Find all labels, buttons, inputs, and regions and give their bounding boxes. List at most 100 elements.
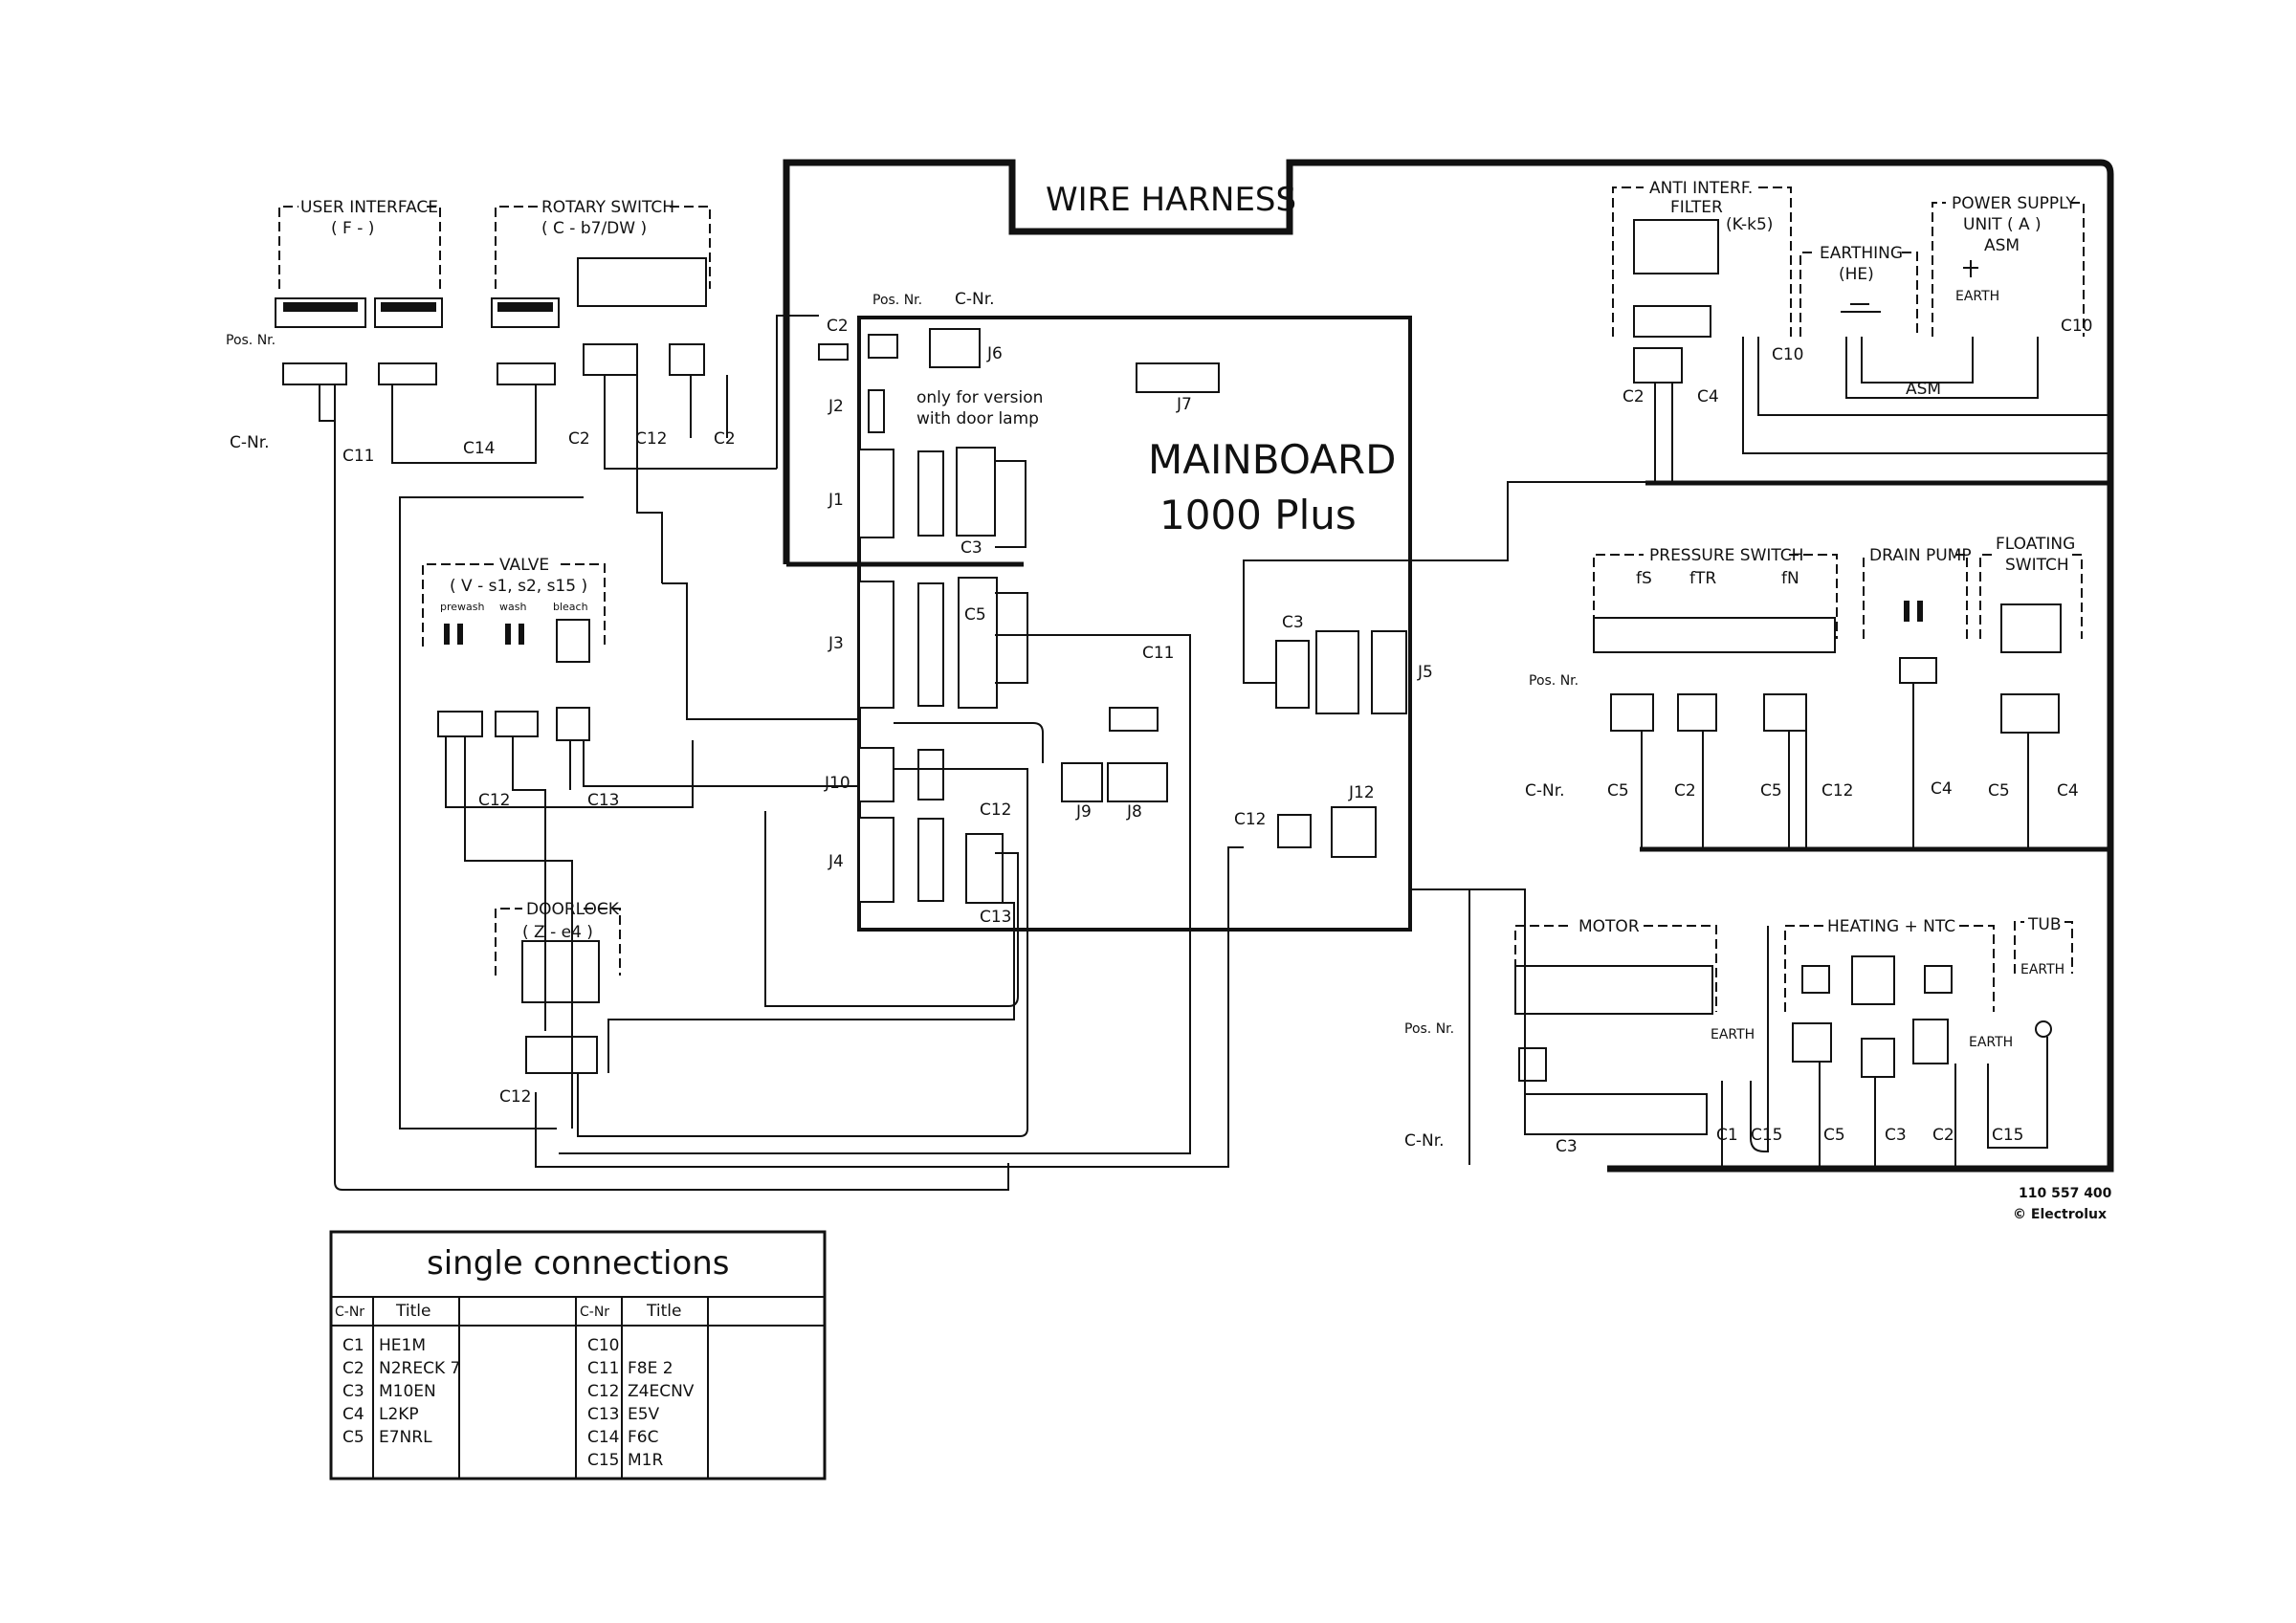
label-earth-motor: EARTH [1711, 1027, 1755, 1042]
label-m-c3: C3 [1556, 1137, 1578, 1156]
label-c2b: C2 [714, 429, 736, 449]
label-fs-c5: C5 [1988, 781, 2010, 801]
heating-title: HEATING + NTC [1827, 917, 1955, 936]
label-c14: C14 [463, 439, 496, 458]
table-row-left-2-cnr: C3 [342, 1382, 364, 1401]
door-lamp-note-1: only for version [916, 388, 1043, 407]
label-ps-c2: C2 [1674, 781, 1696, 801]
connector-j6: J6 [986, 344, 1003, 363]
copyright: © Electrolux [2013, 1207, 2107, 1222]
table-row-left-4-cnr: C5 [342, 1428, 364, 1447]
earthing: EARTHING (HE) [1799, 244, 1918, 337]
label-dp-c4: C4 [1931, 779, 1953, 799]
connector-j5: J5 [1417, 663, 1433, 682]
power-supply-sub: UNIT ( A ) [1963, 215, 2042, 234]
table-row-left-2-title: M10EN [379, 1382, 436, 1401]
left-c-nr-label: C-Nr. [230, 433, 270, 452]
label-c11: C11 [342, 447, 375, 466]
label-t-c15: C15 [1992, 1126, 2024, 1145]
anti-interf-title: ANTI INTERF. [1649, 179, 1753, 198]
bottom-pos-nr-label: Pos. Nr. [1404, 1021, 1454, 1037]
label-h-c5: C5 [1823, 1126, 1845, 1145]
label-m-c1: C1 [1716, 1126, 1738, 1145]
table-row-left-3-cnr: C4 [342, 1405, 364, 1424]
mainboard: MAINBOARD 1000 Plus only for version wit… [818, 290, 1433, 932]
tub-title: TUB [2027, 915, 2062, 934]
label-c12e: C12 [499, 1087, 532, 1107]
label-ps-c12: C12 [1821, 781, 1854, 801]
door-lamp-note-2: with door lamp [916, 409, 1039, 428]
label-c12b: C12 [980, 801, 1012, 820]
table-row-right-0-cnr: C10 [587, 1336, 620, 1355]
label-c4a: C4 [1697, 387, 1719, 406]
label-earth-psu: EARTH [1955, 289, 1999, 304]
label-c12d: C12 [1234, 810, 1267, 829]
connector-j4: J4 [828, 852, 844, 871]
floating-switch-sub: SWITCH [2005, 556, 2069, 575]
table-header-title-left: Title [395, 1302, 430, 1321]
label-c12c: C12 [478, 791, 511, 810]
mainboard-subtitle: 1000 Plus [1159, 492, 1357, 538]
table-header-cnr-right: C-Nr [580, 1305, 609, 1320]
floating-switch-title: FLOATING [1996, 535, 2075, 554]
bottom-c-nr-label: C-Nr. [1404, 1131, 1445, 1151]
label-c10b: C10 [2061, 317, 2093, 336]
valve-prewash: prewash [440, 601, 484, 613]
connector-j9: J9 [1075, 802, 1092, 822]
connector-j8: J8 [1126, 802, 1142, 822]
valve-sub: ( V - s1, s2, s15 ) [450, 577, 587, 596]
table-row-right-5-title: M1R [628, 1451, 663, 1470]
label-asm: ASM [1906, 380, 1941, 399]
drain-pump: DRAIN PUMP [1863, 546, 1972, 684]
rotary-switch-sub: ( C - b7/DW ) [541, 219, 647, 238]
valve-wash: wash [499, 601, 526, 613]
pressure-switch: PRESSURE SWITCH fS fTR fN [1593, 546, 1838, 732]
user-interface-title: USER INTERFACE [300, 198, 438, 217]
motor-title: MOTOR [1578, 917, 1640, 936]
wires [319, 315, 2110, 1191]
earthing-title: EARTHING [1820, 244, 1903, 263]
heating-ntc: HEATING + NTC [1784, 917, 1995, 1078]
valve: VALVE ( V - s1, s2, s15 ) prewash wash b… [422, 556, 606, 741]
label-c10a: C10 [1772, 345, 1804, 364]
label-fs-c4: C4 [2057, 781, 2079, 801]
label-earth-heating: EARTH [1969, 1035, 2013, 1050]
valve-title: VALVE [499, 556, 549, 575]
pressure-switch-fs: fS [1636, 569, 1652, 588]
mb-c-nr-label: C-Nr. [955, 290, 995, 309]
table-row-left-4-title: E7NRL [379, 1428, 432, 1447]
connector-j7: J7 [1176, 395, 1192, 414]
rotary-switch: ROTARY SWITCH ( C - b7/DW ) [491, 198, 711, 385]
mb-pos-nr-label: Pos. Nr. [872, 293, 922, 308]
table-row-right-1-cnr: C11 [587, 1359, 620, 1378]
table-row-left-0-cnr: C1 [342, 1336, 364, 1355]
label-h-c3: C3 [1885, 1126, 1907, 1145]
label-c2c: C2 [1623, 387, 1645, 406]
user-interface: USER INTERFACE ( F - ) [275, 198, 443, 385]
table-row-right-4-cnr: C14 [587, 1428, 620, 1447]
power-supply-unit: POWER SUPPLY UNIT ( A ) ASM [1932, 194, 2085, 337]
table-header-title-right: Title [646, 1302, 681, 1321]
table-row-right-2-cnr: C12 [587, 1382, 620, 1401]
right-pos-nr-label: Pos. Nr. [1529, 673, 1578, 689]
label-c11b: C11 [1142, 644, 1175, 663]
doc-number: 110 557 400 [2019, 1186, 2112, 1201]
label-h-c2: C2 [1932, 1126, 1954, 1145]
label-c5: C5 [964, 605, 986, 625]
table-title: single connections [427, 1244, 730, 1283]
connector-j12: J12 [1348, 783, 1375, 802]
connector-j3: J3 [828, 634, 844, 653]
rotary-switch-title: ROTARY SWITCH [541, 198, 674, 217]
valve-bleach: bleach [553, 601, 588, 613]
anti-interf-code: (K-k5) [1726, 215, 1773, 234]
drain-pump-title: DRAIN PUMP [1869, 546, 1972, 565]
power-supply-title: POWER SUPPLY [1952, 194, 2076, 213]
power-supply-sub2: ASM [1984, 236, 2020, 255]
label-c2a: C2 [568, 429, 590, 449]
table-row-right-5-cnr: C15 [587, 1451, 620, 1470]
table-row-left-0-title: HE1M [379, 1336, 426, 1355]
user-interface-sub: ( F - ) [331, 219, 374, 238]
table-row-right-3-title: E5V [628, 1405, 660, 1424]
label-c13b: C13 [587, 791, 620, 810]
